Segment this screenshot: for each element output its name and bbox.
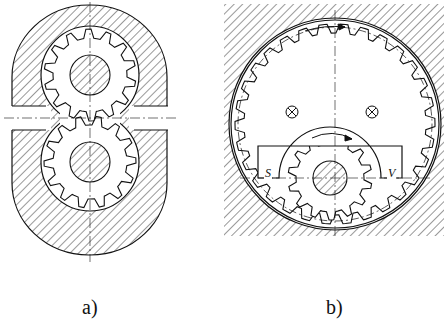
housing (12, 5, 167, 255)
port-letter: S (264, 167, 272, 179)
center-line (335, 10, 336, 238)
figure-caption: a) (81, 297, 99, 317)
center-line (90, 2, 91, 262)
figure-caption: b) (325, 297, 344, 317)
rotation-arrow (305, 24, 352, 141)
crescent (258, 127, 402, 178)
port-symbol (286, 106, 378, 118)
port-letter: V (387, 167, 396, 179)
center-line (4, 118, 176, 119)
housing (224, 4, 444, 236)
